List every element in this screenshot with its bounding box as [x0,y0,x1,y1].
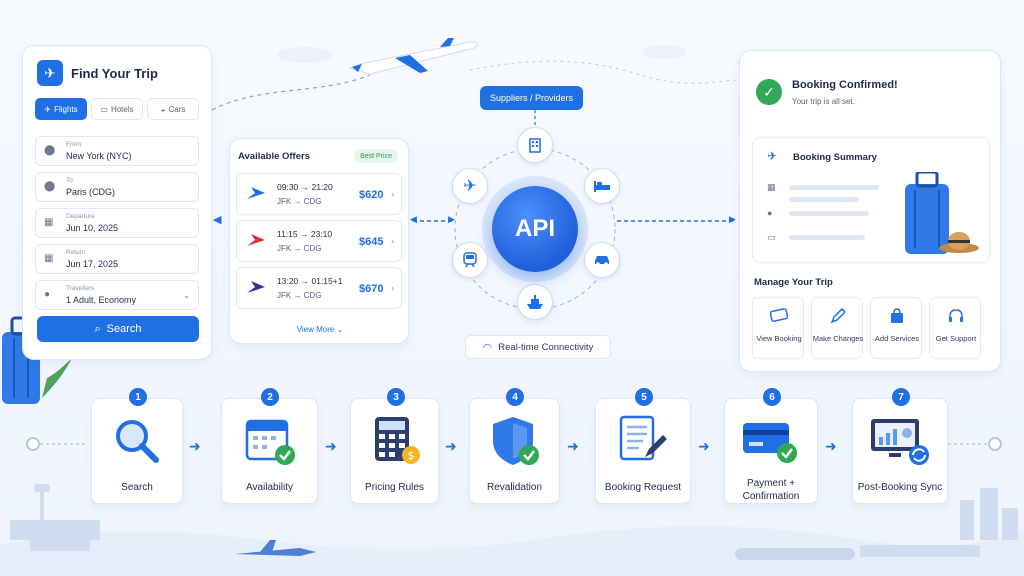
arrow-right-icon: ➜ [825,438,837,454]
confirmation-panel: ✓ Booking Confirmed! Your trip is all se… [739,50,1001,372]
step-booking-request: 5 Booking Request [595,388,691,504]
offer-item[interactable]: 09:30 → 21:20 JFK → CDG $620 › [236,173,402,215]
arrow-right-icon: ➜ [445,438,457,454]
search-button[interactable]: ⌕ Search [37,316,199,342]
confirmation-subtitle: Your trip is all set. [792,97,855,106]
view-booking-button[interactable]: View Booking [752,297,804,359]
step-availability: 2 Availability [221,388,318,504]
check-icon: ✓ [756,79,782,105]
bed-icon [584,168,620,204]
airline-logo-icon [247,234,265,246]
calendar-check-icon [245,419,295,465]
credit-card-check-icon [743,423,797,463]
step-pricing-rules: 3 $ Pricing Rules [350,388,439,504]
search-icon: ⌕ [94,322,101,335]
airline-logo-icon [247,187,265,199]
magnifier-icon [116,420,159,463]
best-price-badge: Best Price [354,149,398,163]
chevron-down-icon: ⌄ [336,325,344,334]
plane-icon: ✈ [767,149,778,163]
realtime-badge: ◠ Real-time Connectivity [465,335,611,359]
panel-title: Find Your Trip [71,66,158,81]
building-icon [517,127,553,163]
chevron-right-icon: › [391,189,394,199]
get-support-button[interactable]: Get Support [929,297,981,359]
headset-icon [930,308,982,329]
flow-end-dot [988,437,1002,451]
wifi-icon: ◠ [482,341,493,354]
manage-trip-title: Manage Your Trip [754,277,833,288]
return-field[interactable]: ▦ Return Jun 17, 2025 [35,244,199,274]
arrow-left-icon: ◀ [213,214,222,226]
from-field[interactable]: ⬤ From New York (NYC) [35,136,199,166]
car-icon: ◒ [160,104,166,114]
plane-icon: ✈ [44,104,52,114]
location-pin-icon: ⬤ [44,145,56,156]
suppliers-pill: Suppliers / Providers [480,86,584,110]
add-services-button[interactable]: Add Services [870,297,922,359]
bag-icon [871,308,923,329]
arrow-right-icon: ➜ [325,438,337,454]
chevron-right-icon: › [391,283,394,293]
tab-hotels[interactable]: ▭Hotels [91,98,143,120]
plane-icon: ✈ [37,60,63,86]
arrow-left-icon: ◀ [410,214,417,224]
step-revalidation: 4 Revalidation [469,388,560,504]
luggage-icon [905,172,979,254]
svg-text:$: $ [407,449,414,462]
location-pin-icon: ⬤ [44,181,56,192]
arrow-right-icon: ➜ [567,438,579,454]
step-post-booking-sync: 7 Post-Booking Sync [852,388,948,504]
step-search: 1 Search [91,388,183,504]
shield-check-icon [492,417,539,465]
tab-cars[interactable]: ◒Cars [147,98,199,120]
arrow-right-icon: ▶ [729,214,736,224]
credit-card-icon: ▭ [767,232,776,242]
monitor-sync-icon [871,419,929,465]
plane-icon: ✈ [452,168,488,204]
airline-logo-icon [247,281,265,293]
confirmation-title: Booking Confirmed! [792,79,898,91]
ship-icon [517,284,553,320]
chevron-right-icon: › [391,236,394,246]
arrow-right-icon: ➜ [698,438,710,454]
bed-icon: ▭ [100,104,108,114]
offers-title: Available Offers [238,151,310,162]
chevron-down-icon: ⌄ [183,291,190,300]
calendar-icon: ▦ [767,182,776,192]
departure-field[interactable]: ▦ Departure Jun 10, 2025 [35,208,199,238]
pencil-icon [812,307,864,329]
step-payment-confirmation: 6 Payment + Confirmation [724,388,818,504]
person-icon: ● [44,289,51,300]
person-icon: ● [767,208,773,218]
calendar-icon: ▦ [44,217,54,228]
arrow-right-icon: ➜ [189,438,201,454]
to-field[interactable]: ⬤ To Paris (CDG) [35,172,199,202]
document-pen-icon [619,415,667,461]
arrow-right-icon: ▶ [448,214,455,224]
tab-flights[interactable]: ✈Flights [35,98,87,120]
search-panel: ✈ Find Your Trip ✈Flights ▭Hotels ◒Cars … [22,45,212,360]
calendar-icon: ▦ [44,253,54,264]
view-more-link[interactable]: View More ⌄ [296,325,344,334]
offer-item[interactable]: 13:20 → 01:15+1 JFK → CDG $670 › [236,267,402,309]
offers-panel: Available Offers Best Price 09:30 → 21:2… [229,138,409,344]
car-icon [584,242,620,278]
make-changes-button[interactable]: Make Changes [811,297,863,359]
booking-summary: ✈ Booking Summary ▦ ● ▭ [752,137,990,263]
train-icon [452,242,488,278]
api-core: API [492,186,578,272]
trip-tabs: ✈Flights ▭Hotels ◒Cars [35,98,199,120]
offer-item[interactable]: 11:15 → 23:10 JFK → CDG $645 › [236,220,402,262]
travellers-select[interactable]: ● Travellers 1 Adult, Economy ⌄ [35,280,199,310]
ticket-icon [753,308,805,327]
calculator-icon: $ [374,417,420,464]
flow-start-dot [26,437,40,451]
